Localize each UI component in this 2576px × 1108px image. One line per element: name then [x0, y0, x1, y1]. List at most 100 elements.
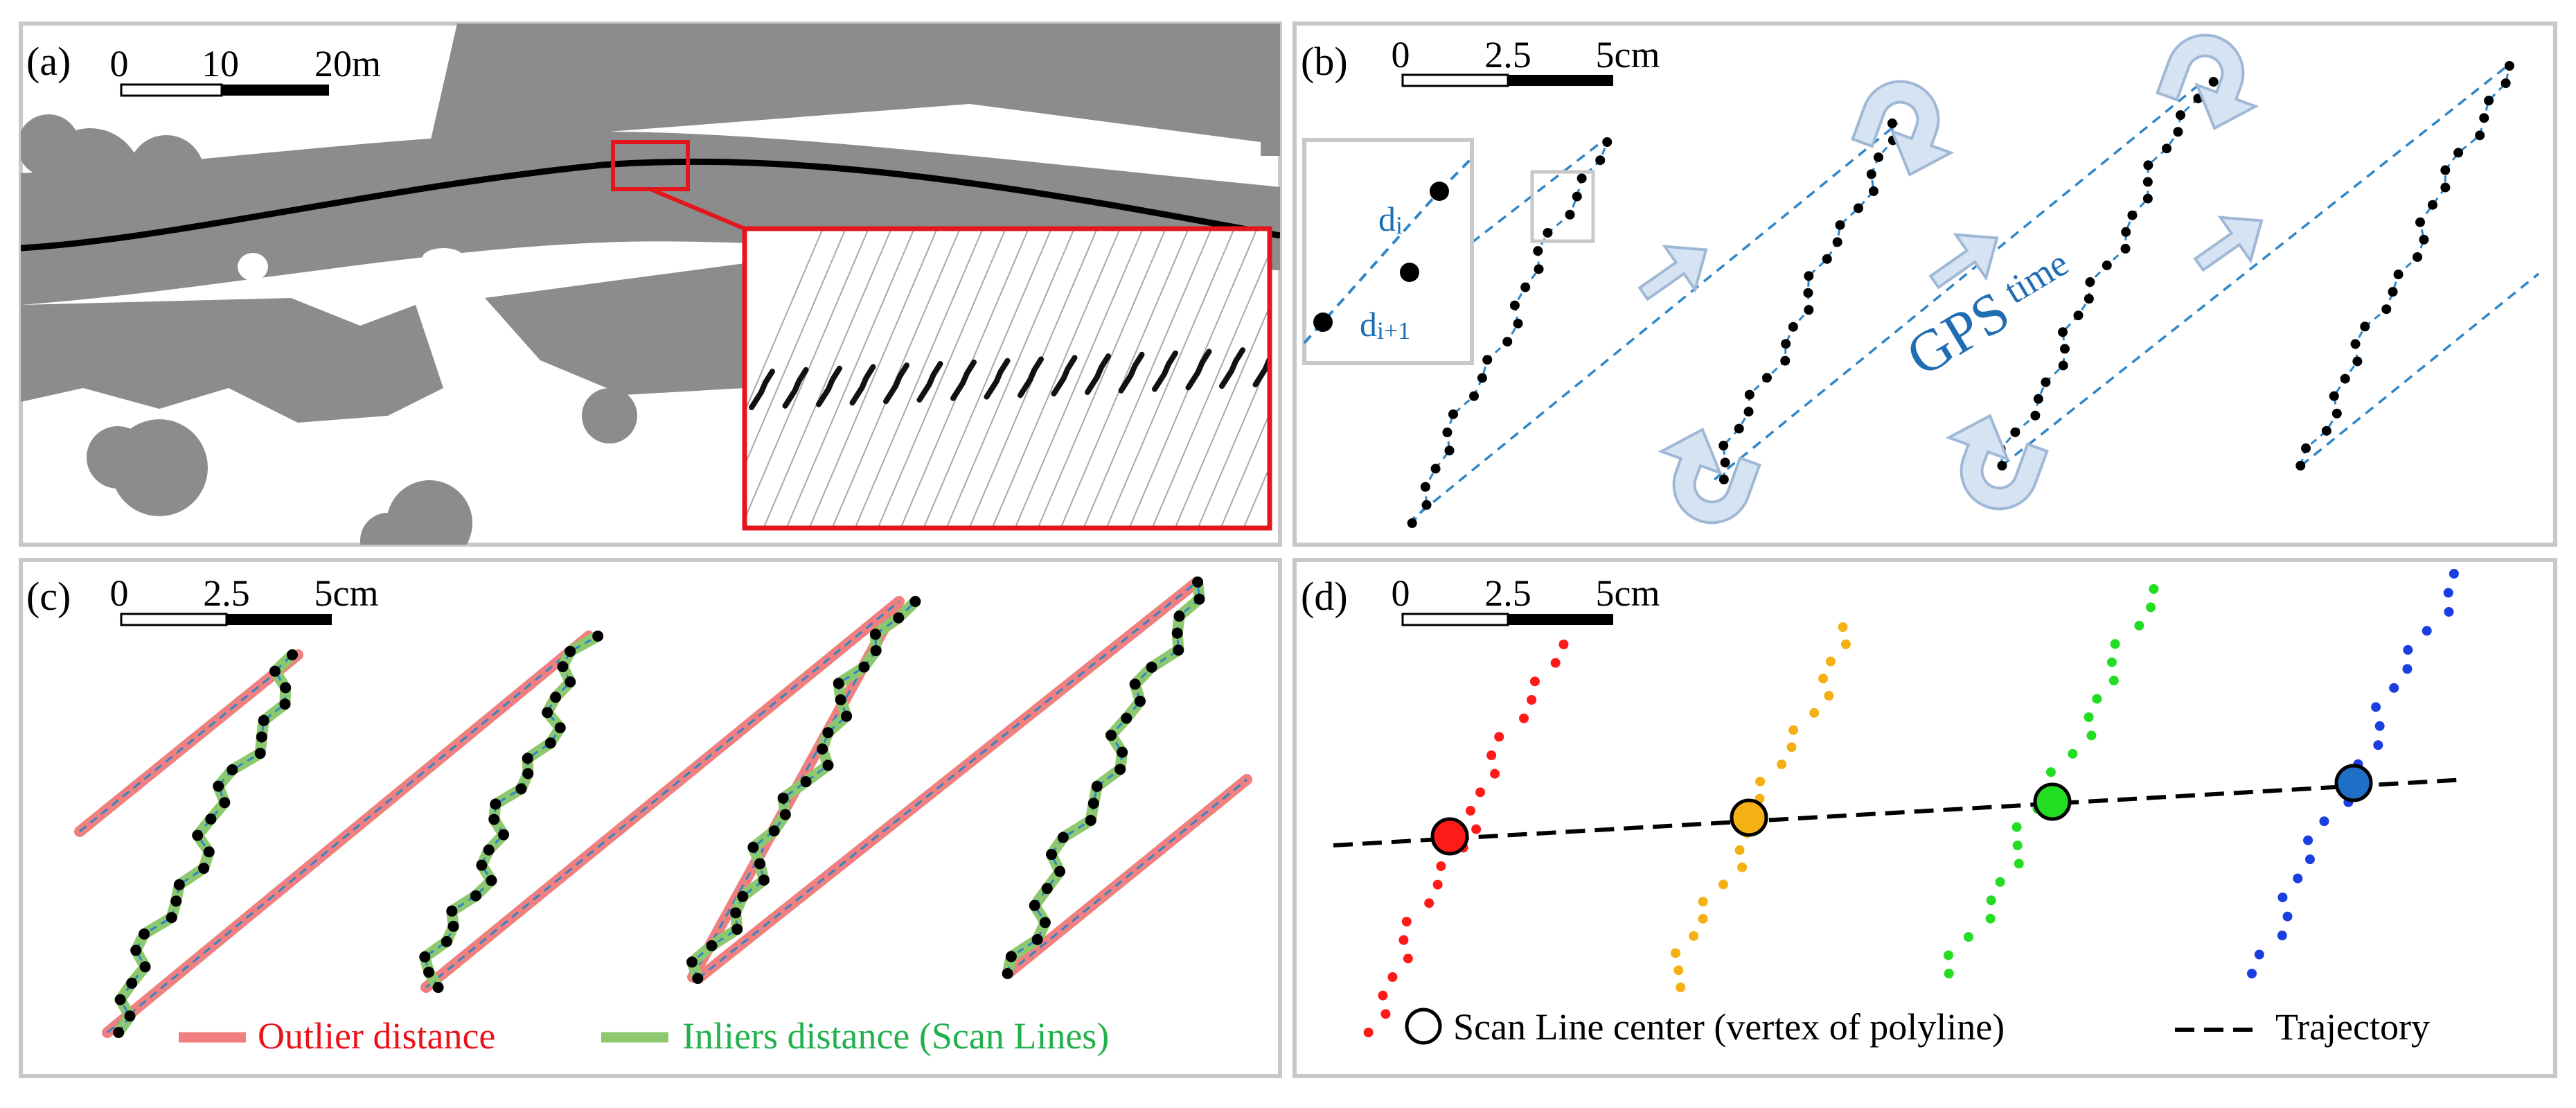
scan-line-center — [1730, 798, 1768, 837]
scan-point — [1788, 322, 1798, 332]
scan-point — [731, 924, 743, 935]
scan-point — [256, 731, 267, 743]
scan-hatch-line — [1037, 229, 1166, 528]
scan-point — [483, 844, 495, 856]
scan-point — [1520, 282, 1531, 292]
scan-point — [1718, 475, 1729, 484]
scan-point — [2106, 657, 2117, 667]
scan-point — [1781, 339, 1791, 349]
scan-point — [1997, 461, 2007, 471]
scan-point — [1475, 787, 1486, 798]
scan-stroke — [1152, 350, 1178, 392]
scan-point — [1602, 137, 1613, 147]
scan-point — [2173, 127, 2183, 137]
gps-connector — [1406, 122, 1899, 525]
tree — [360, 513, 416, 545]
scan-point — [747, 841, 759, 853]
scan-point — [2145, 602, 2156, 613]
scan-hatch-line — [1220, 412, 1270, 528]
scan-point — [1576, 173, 1587, 184]
scan-point — [1398, 935, 1409, 945]
legend-d: Scan Line center (vertex of polyline) Tr… — [1405, 1006, 2430, 1048]
scan-point — [2092, 694, 2102, 704]
legend-center-label: Scan Line center (vertex of polyline) — [1453, 1006, 2005, 1048]
svg-text:0: 0 — [110, 43, 129, 85]
scan-point — [1192, 577, 1204, 588]
scan-point — [1134, 695, 1146, 707]
scan-point — [2247, 969, 2257, 978]
scan-point — [565, 646, 576, 658]
scan-point — [2371, 702, 2381, 712]
scan-point — [1804, 305, 1814, 315]
scan-point — [1173, 644, 1184, 656]
scan-point — [1943, 950, 1953, 960]
tree — [582, 388, 637, 443]
scan-point — [126, 977, 138, 989]
distance-inset: di di+1 — [1302, 138, 1474, 365]
scan-point — [1057, 832, 1069, 843]
legend-trajectory-label: Trajectory — [2275, 1006, 2430, 1048]
ground-lower — [21, 298, 443, 423]
ground-band — [21, 132, 1280, 305]
scan-point — [1465, 806, 1475, 816]
scan-point — [869, 628, 881, 640]
scan-point — [1407, 518, 1417, 528]
scan-point — [1698, 897, 1708, 907]
scan-point — [1744, 389, 1755, 400]
scan-point — [1873, 152, 1883, 162]
scan-point — [419, 951, 431, 962]
scan-point — [1430, 464, 1441, 474]
scale-bar-b: 0 2.5 5cm — [1392, 34, 1660, 87]
panel-d-frame — [1293, 558, 2557, 1078]
svg-text:10: 10 — [202, 43, 239, 85]
scan-link — [1722, 123, 1894, 480]
scan-line-center — [2033, 782, 2072, 821]
scan-stroke — [1018, 356, 1044, 398]
panel-c-label: (c) — [26, 574, 71, 619]
scan-point — [2381, 304, 2392, 315]
scan-point — [130, 944, 142, 956]
zoom-connector — [649, 187, 746, 231]
scan-hatch-line — [785, 229, 915, 528]
tree — [1160, 31, 1236, 107]
panel-c-frame — [19, 558, 1282, 1078]
scan-hatch-line — [1014, 229, 1144, 528]
svg-text:2.5: 2.5 — [1484, 34, 1531, 76]
scan-point — [2440, 182, 2451, 193]
scan-point — [1031, 933, 1043, 945]
scan-point — [279, 698, 291, 710]
scan-point — [1509, 300, 1520, 310]
outlier-link — [698, 581, 1198, 980]
scan-point — [1432, 879, 1443, 890]
scan-point — [1105, 730, 1117, 741]
scan-stroke — [883, 362, 909, 405]
gps-connector — [2000, 64, 2509, 467]
scan-point — [2277, 892, 2288, 903]
scan-point — [2068, 748, 2078, 759]
building — [429, 24, 1280, 156]
scan-point — [2282, 911, 2293, 922]
scan-hatch-line — [745, 229, 846, 468]
scan-point — [1737, 862, 1748, 872]
scan-stroke — [1185, 349, 1212, 391]
scan-line-center — [2334, 764, 2373, 802]
scan-point — [1054, 865, 1066, 877]
scan-point — [1689, 931, 1699, 941]
scan-hatch-line — [1105, 229, 1235, 528]
scan-hatch-line — [945, 229, 1075, 528]
scan-point — [1558, 640, 1569, 649]
scan-point — [280, 682, 292, 694]
scan-point — [2073, 310, 2084, 321]
scan-stroke — [1085, 353, 1111, 395]
scan-point — [1565, 209, 1575, 220]
scan-point — [800, 776, 812, 788]
scan-point — [2484, 96, 2494, 106]
scan-point — [1853, 203, 1863, 213]
scan-hatch-line — [1060, 229, 1189, 528]
scan-point — [515, 783, 527, 795]
scale-bar-d: 0 2.5 5cm — [1392, 572, 1660, 626]
scan-point — [2254, 949, 2264, 960]
scan-point — [1421, 500, 1432, 510]
scan-point — [1788, 725, 1799, 735]
uturn-arrow — [1945, 414, 2049, 511]
